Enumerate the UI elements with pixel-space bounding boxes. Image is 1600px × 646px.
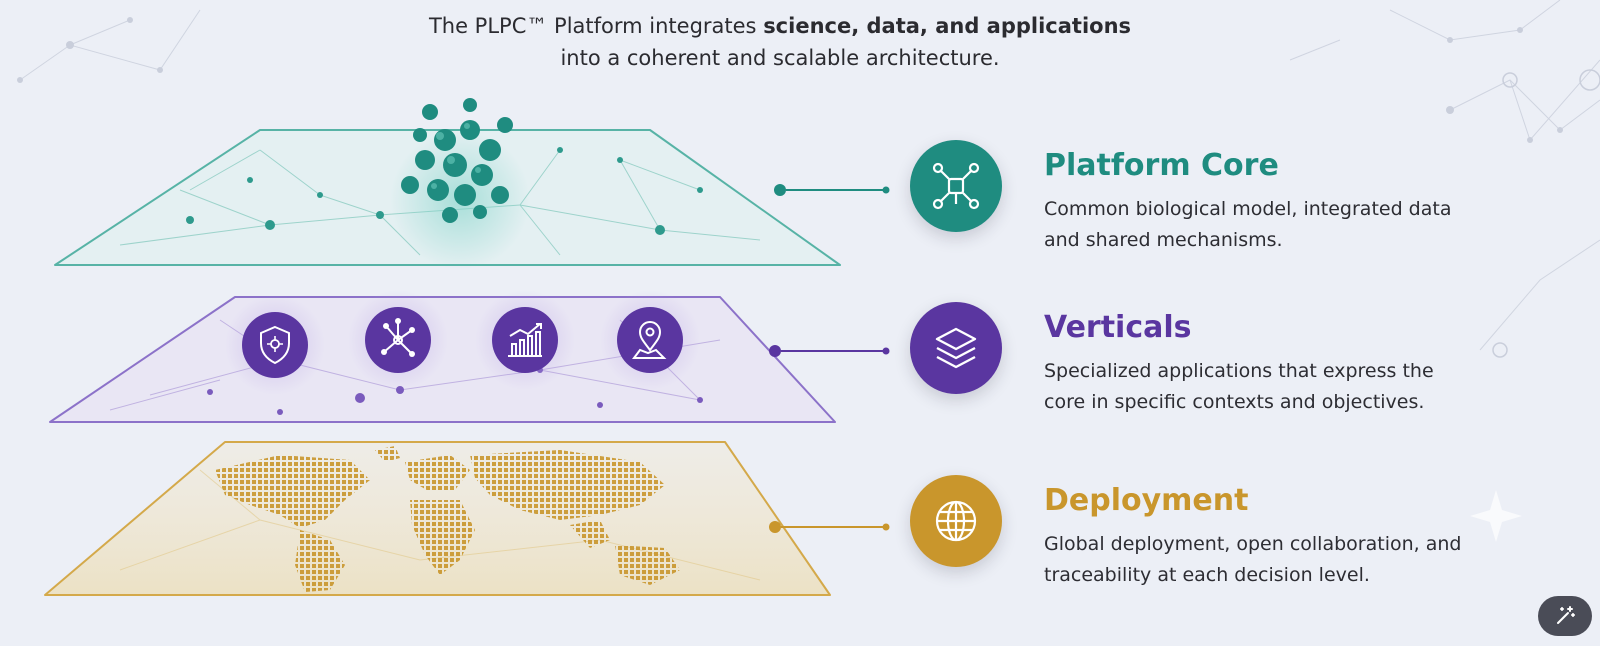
growth-chart-icon	[492, 307, 558, 373]
platform-core-badge	[910, 140, 1002, 232]
verticals-description: Specialized applications that express th…	[1044, 360, 1434, 413]
world-map-icon	[215, 446, 680, 592]
core-plane	[54, 98, 890, 270]
verticals-title: Verticals	[1044, 310, 1192, 345]
feature-deployment: Deployment Global deployment, open colla…	[910, 475, 1550, 615]
feature-verticals: Verticals Specialized applications that …	[910, 302, 1550, 442]
platform-core-description: Common biological model, integrated data…	[1044, 198, 1452, 251]
deployment-badge	[910, 475, 1002, 567]
molecule-cluster-icon	[401, 98, 513, 223]
headline-line-2: into a coherent and scalable architectur…	[560, 46, 1000, 70]
shield-icon	[242, 312, 308, 378]
globe-icon	[935, 500, 977, 542]
deployment-title: Deployment	[1044, 483, 1249, 518]
map-pin-icon	[617, 307, 683, 373]
headline: The PLPC™ Platform integrates science, d…	[400, 10, 1160, 74]
verticals-badge	[910, 302, 1002, 394]
deployment-plane	[44, 441, 890, 596]
stacked-layers-icon	[935, 327, 977, 369]
headline-emphasis: science, data, and applications	[763, 14, 1132, 38]
platform-core-title: Platform Core	[1044, 148, 1279, 183]
magic-wand-icon	[1557, 606, 1575, 624]
network-nodes-icon	[932, 162, 980, 210]
magic-wand-button[interactable]	[1538, 596, 1592, 636]
verticals-plane	[49, 290, 890, 423]
deployment-description: Global deployment, open collaboration, a…	[1044, 533, 1462, 586]
feature-platform-core: Platform Core Common biological model, i…	[910, 140, 1550, 280]
headline-line-1: The PLPC™ Platform integrates science, d…	[428, 14, 1132, 38]
network-hub-icon	[365, 307, 431, 373]
